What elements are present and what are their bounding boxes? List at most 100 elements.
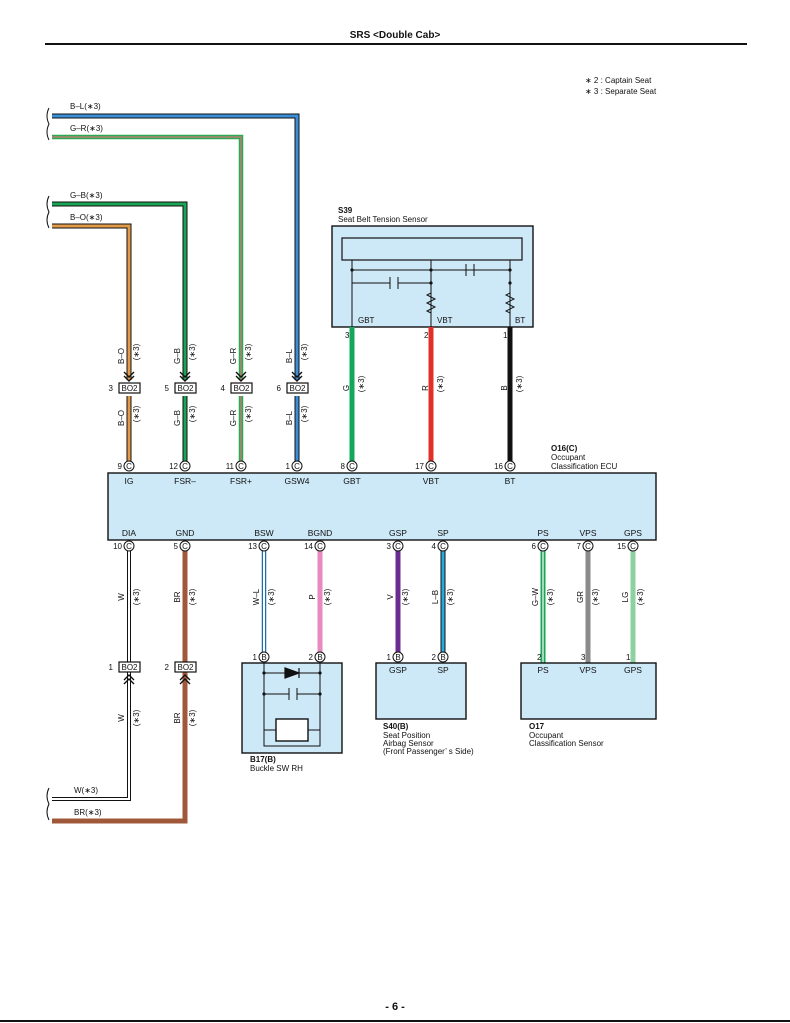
page-title: SRS <Double Cab> <box>350 30 441 41</box>
o17-pin-ps-label: PS <box>537 665 549 675</box>
s40-name-3: (Front Passenger’ s Side) <box>383 747 474 756</box>
s40-pins <box>392 651 449 663</box>
ecu-conn-b1: C <box>126 542 132 551</box>
o17-pin-vps-label: VPS <box>579 665 596 675</box>
bo2-lower-pin-1: 1 <box>109 663 114 672</box>
ecu-top-n2: 11 <box>226 462 235 471</box>
wl-br-a: BR <box>173 591 182 602</box>
wl-gr-a: G–R <box>229 348 238 365</box>
input-wire-gb <box>52 201 188 380</box>
bo2-pin-1: 3 <box>109 384 114 393</box>
wl-b: B <box>500 385 509 390</box>
ecu-top-l6: BT <box>505 476 516 486</box>
ecu-top-l0: IG <box>125 476 134 486</box>
wire-break-marks <box>46 107 50 821</box>
wl-g: G <box>342 385 351 391</box>
ecu-bot-l0: DIA <box>122 528 137 538</box>
ecu-conn-b6: C <box>440 542 446 551</box>
input-label-w: W(∗3) <box>74 786 98 795</box>
ecu-conn-t2: C <box>182 462 188 471</box>
ecu-top-n0: 9 <box>118 462 123 471</box>
wl-b-note: (∗3) <box>515 375 524 392</box>
ecu-conn-b8: C <box>585 542 591 551</box>
s40-conn-2: B <box>440 653 445 662</box>
bo2-conn-3: BO2 <box>233 384 250 393</box>
wl-lb-note: (∗3) <box>446 588 455 605</box>
o17-pin-3: 3 <box>581 653 586 662</box>
ecu-top-pin-numbers: 9 12 11 1 8 17 16 <box>118 462 504 471</box>
wl-gb-b: G–B <box>173 410 182 426</box>
ecu-top-l5: VBT <box>423 476 440 486</box>
ecu-conn-b5: C <box>395 542 401 551</box>
wl-lg-note: (∗3) <box>636 588 645 605</box>
ecu-top-l4: GBT <box>343 476 360 486</box>
ecu-top-l1: FSR– <box>174 476 196 486</box>
wl-gr-b: G–R <box>229 410 238 427</box>
bo2-lower-boxes <box>118 661 197 673</box>
ecu-top-l2: FSR+ <box>230 476 252 486</box>
b17-conn-1: B <box>261 653 266 662</box>
input-label-bo: B–O(∗3) <box>70 213 103 222</box>
wire-labels-top-lower: B–O (∗3) G–B (∗3) G–R (∗3) B–L (∗3) G (∗… <box>117 375 524 426</box>
bo2-conn-1: BO2 <box>121 384 138 393</box>
b17-pin-2: 2 <box>309 653 314 662</box>
ecu-top-n4: 8 <box>341 462 346 471</box>
wl-gb-a-note: (∗3) <box>188 343 197 360</box>
ecu-bot-l7: VPS <box>579 528 596 538</box>
ecu-conn-t1: C <box>126 462 132 471</box>
input-wire-gr <box>52 134 244 380</box>
s40-conn-1: B <box>395 653 400 662</box>
ecu-conn-t6: C <box>428 462 434 471</box>
ecu-conn-t4: C <box>294 462 300 471</box>
wl-g-note: (∗3) <box>357 375 366 392</box>
bo2-lower-conn-1: BO2 <box>121 663 138 672</box>
ecu-name-1: Occupant <box>551 453 586 462</box>
o17-name-1: Occupant <box>529 731 564 740</box>
ecu-bottom-pin-numbers: 10 5 13 14 3 4 6 7 15 <box>113 542 626 551</box>
wl-gw: G–W <box>531 587 540 606</box>
input-label-br: BR(∗3) <box>74 808 102 817</box>
ecu-conn-t3: C <box>238 462 244 471</box>
b17-circuit <box>263 663 321 747</box>
wl-w-b-note: (∗3) <box>132 709 141 726</box>
ecu-conn-b2: C <box>182 542 188 551</box>
ecu-bot-l8: GPS <box>624 528 642 538</box>
ecu-conn-b3: C <box>261 542 267 551</box>
wl-br-a-note: (∗3) <box>188 588 197 605</box>
wl-bl-a: B–L <box>285 348 294 363</box>
o17-pin-1: 1 <box>626 653 631 662</box>
s40-pin-sp-label: SP <box>437 665 449 675</box>
ecu-name-2: Classification ECU <box>551 462 617 471</box>
wl-gr2: GR <box>576 591 585 603</box>
o17-pin-gps-label: GPS <box>624 665 642 675</box>
wl-r: R <box>421 385 430 391</box>
ecu-conn-b4: C <box>317 542 323 551</box>
o17-box <box>520 662 657 720</box>
ecu-code: O16(C) <box>551 444 578 453</box>
s39-pin-3: 3 <box>345 331 350 340</box>
ecu-top-pins <box>123 460 516 472</box>
wl-w-a: W <box>117 593 126 601</box>
wire-labels-bottom: W (∗3) BR (∗3) W–L (∗3) P (∗3) V (∗3) L–… <box>117 587 645 726</box>
wl-bl-b-note: (∗3) <box>300 405 309 422</box>
bo2-conn-2: BO2 <box>177 384 194 393</box>
bo2-lower-conn-2: BO2 <box>177 663 194 672</box>
ecu-top-l3: GSW4 <box>284 476 309 486</box>
bo2-upper-boxes <box>118 382 309 394</box>
wl-gb-a: G–B <box>173 348 182 364</box>
ecu-conn-t5: C <box>349 462 355 471</box>
wl-bo-a-note: (∗3) <box>132 343 141 360</box>
wl-gw-note: (∗3) <box>546 588 555 605</box>
wire-w <box>52 546 131 801</box>
b17-conn-2: B <box>317 653 322 662</box>
ecu-top-n5: 17 <box>415 462 424 471</box>
wl-p: P <box>308 594 317 599</box>
input-label-bl: B–L(∗3) <box>70 102 101 111</box>
wl-p-note: (∗3) <box>323 588 332 605</box>
s39-name: Seat Belt Tension Sensor <box>338 215 428 224</box>
b17-nodes <box>262 671 322 696</box>
s39-pin-vbt-label: VBT <box>437 316 453 325</box>
o17-code: O17 <box>529 722 545 731</box>
wl-lg: LG <box>621 592 630 603</box>
note-separate-seat: ∗ 3 : Separate Seat <box>585 87 657 96</box>
